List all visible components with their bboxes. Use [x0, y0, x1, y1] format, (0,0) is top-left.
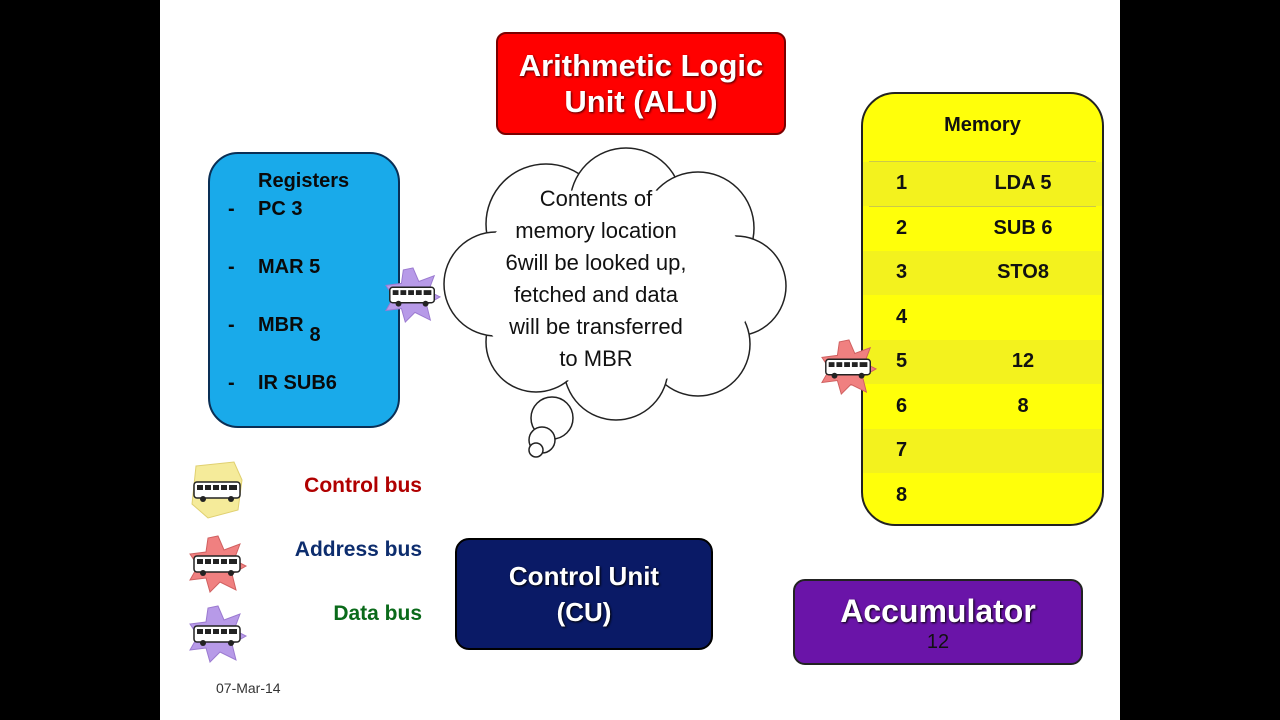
memory-content: LDA 5	[994, 172, 1052, 194]
memory-title: Memory	[944, 114, 1021, 136]
memory-row: 1 LDA 5	[863, 162, 1102, 206]
cloud-line: memory location	[515, 218, 677, 243]
register-mar: - MAR 5	[228, 256, 320, 279]
legend-red-bus-icon	[189, 535, 248, 593]
memory-row: 7	[863, 429, 1102, 473]
legend-control-bus: Control bus	[304, 474, 422, 497]
control-unit-line1: Control Unit	[508, 561, 660, 591]
cloud-line: 6will be looked up,	[505, 250, 687, 275]
memory-address: 4	[896, 306, 908, 328]
memory-address: 1	[896, 172, 908, 194]
memory-content: 8	[1017, 395, 1029, 417]
memory-address: 6	[896, 395, 908, 417]
cloud-line: to MBR	[559, 346, 633, 371]
register-dash: -	[228, 372, 235, 394]
alu-box: Arithmetic Logic Unit (ALU)	[496, 32, 786, 135]
register-label: PC 3	[258, 198, 303, 220]
memory-content: STO8	[997, 261, 1049, 283]
accumulator-value: 12	[926, 631, 950, 653]
memory-address: 3	[896, 261, 908, 283]
memory-divider	[869, 161, 1096, 162]
legend-data-bus: Data bus	[333, 602, 422, 625]
purple-bus-icon	[385, 267, 442, 323]
register-ir: - IR SUB6	[228, 372, 337, 395]
register-label: MBR	[258, 314, 304, 336]
cloud-line: Contents of	[539, 186, 653, 211]
memory-address: 2	[896, 217, 908, 239]
memory-row: 5 12	[863, 340, 1102, 384]
accumulator-box: Accumulator 12	[793, 579, 1083, 665]
register-label: IR SUB6	[258, 372, 337, 394]
alu-title-line1: Arithmetic Logic	[518, 47, 764, 83]
slide-date: 07-Mar-14	[216, 680, 281, 696]
alu-title-line2: Unit (ALU)	[564, 83, 718, 119]
memory-row: 2 SUB 6	[863, 207, 1102, 251]
legend-purple-bus-icon	[189, 605, 248, 663]
register-dash: -	[228, 256, 235, 278]
register-dash: -	[228, 198, 235, 220]
control-unit-box: Control Unit (CU)	[455, 538, 713, 650]
memory-address: 7	[896, 439, 908, 461]
memory-row: 4	[863, 296, 1102, 340]
register-dash: -	[228, 314, 235, 336]
accumulator-title: Accumulator	[840, 593, 1036, 629]
register-value: 8	[309, 324, 321, 346]
control-unit-line2: (CU)	[556, 597, 612, 627]
legend-address-bus: Address bus	[294, 538, 422, 561]
legend-yellow-bus-icon	[191, 461, 243, 519]
cloud-line: will be transferred	[509, 314, 683, 339]
memory-address: 5	[896, 350, 908, 372]
memory-row: 8	[863, 474, 1102, 518]
red-bus-icon	[821, 339, 878, 395]
registers-title: Registers	[258, 170, 350, 192]
cloud-line: fetched and data	[514, 282, 678, 307]
memory-content: 12	[1011, 350, 1035, 372]
memory-content: SUB 6	[993, 217, 1053, 239]
thought-cloud	[443, 147, 787, 458]
cloud-text: Contents of memory location 6will be loo…	[496, 183, 696, 375]
memory-address: 8	[896, 484, 908, 506]
memory-row: 3 STO8	[863, 251, 1102, 295]
register-label: MAR 5	[258, 256, 321, 278]
memory-divider	[869, 206, 1096, 207]
register-pc: - PC 3	[228, 198, 302, 221]
